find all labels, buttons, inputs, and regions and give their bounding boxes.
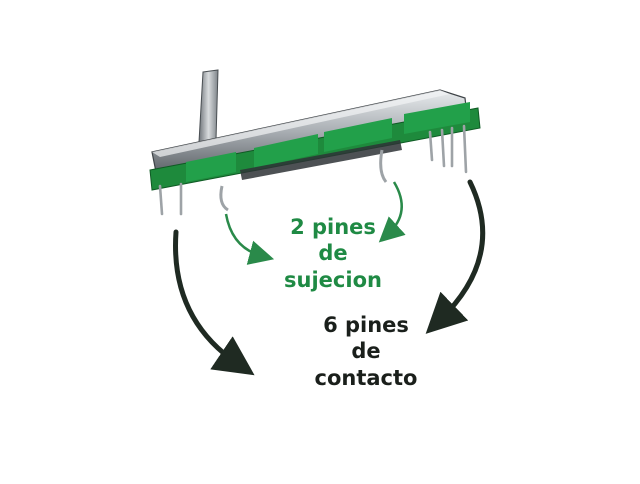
curved-arrow-icon [378, 181, 406, 243]
contact-pins-label: 6 pines de contacto [286, 312, 446, 391]
slide-potentiometer-icon [149, 69, 481, 216]
contact-pins-line-1: 6 pines [323, 313, 409, 337]
mounting-pins-label: 2 pines de sujecion [258, 214, 408, 293]
contact-pins-line-2: de [351, 339, 381, 364]
curved-arrow-icon [173, 229, 255, 376]
slider-lever [198, 69, 219, 143]
pcb-window [324, 118, 392, 152]
pcb-window [186, 152, 236, 182]
pin-group [158, 124, 468, 216]
curved-arrow-icon [224, 213, 275, 265]
mounting-clip [219, 185, 229, 212]
mounting-pins-line-3: sujecion [284, 267, 382, 292]
pcb-window [404, 102, 470, 134]
mounting-clip [379, 149, 388, 183]
mounting-pins-line-1: 2 pines [290, 215, 376, 239]
mounting-pins-line-2: de [318, 241, 348, 266]
curved-arrow-icon [425, 179, 486, 334]
contact-pins-line-3: contacto [314, 365, 418, 390]
pcb-window [254, 134, 318, 168]
